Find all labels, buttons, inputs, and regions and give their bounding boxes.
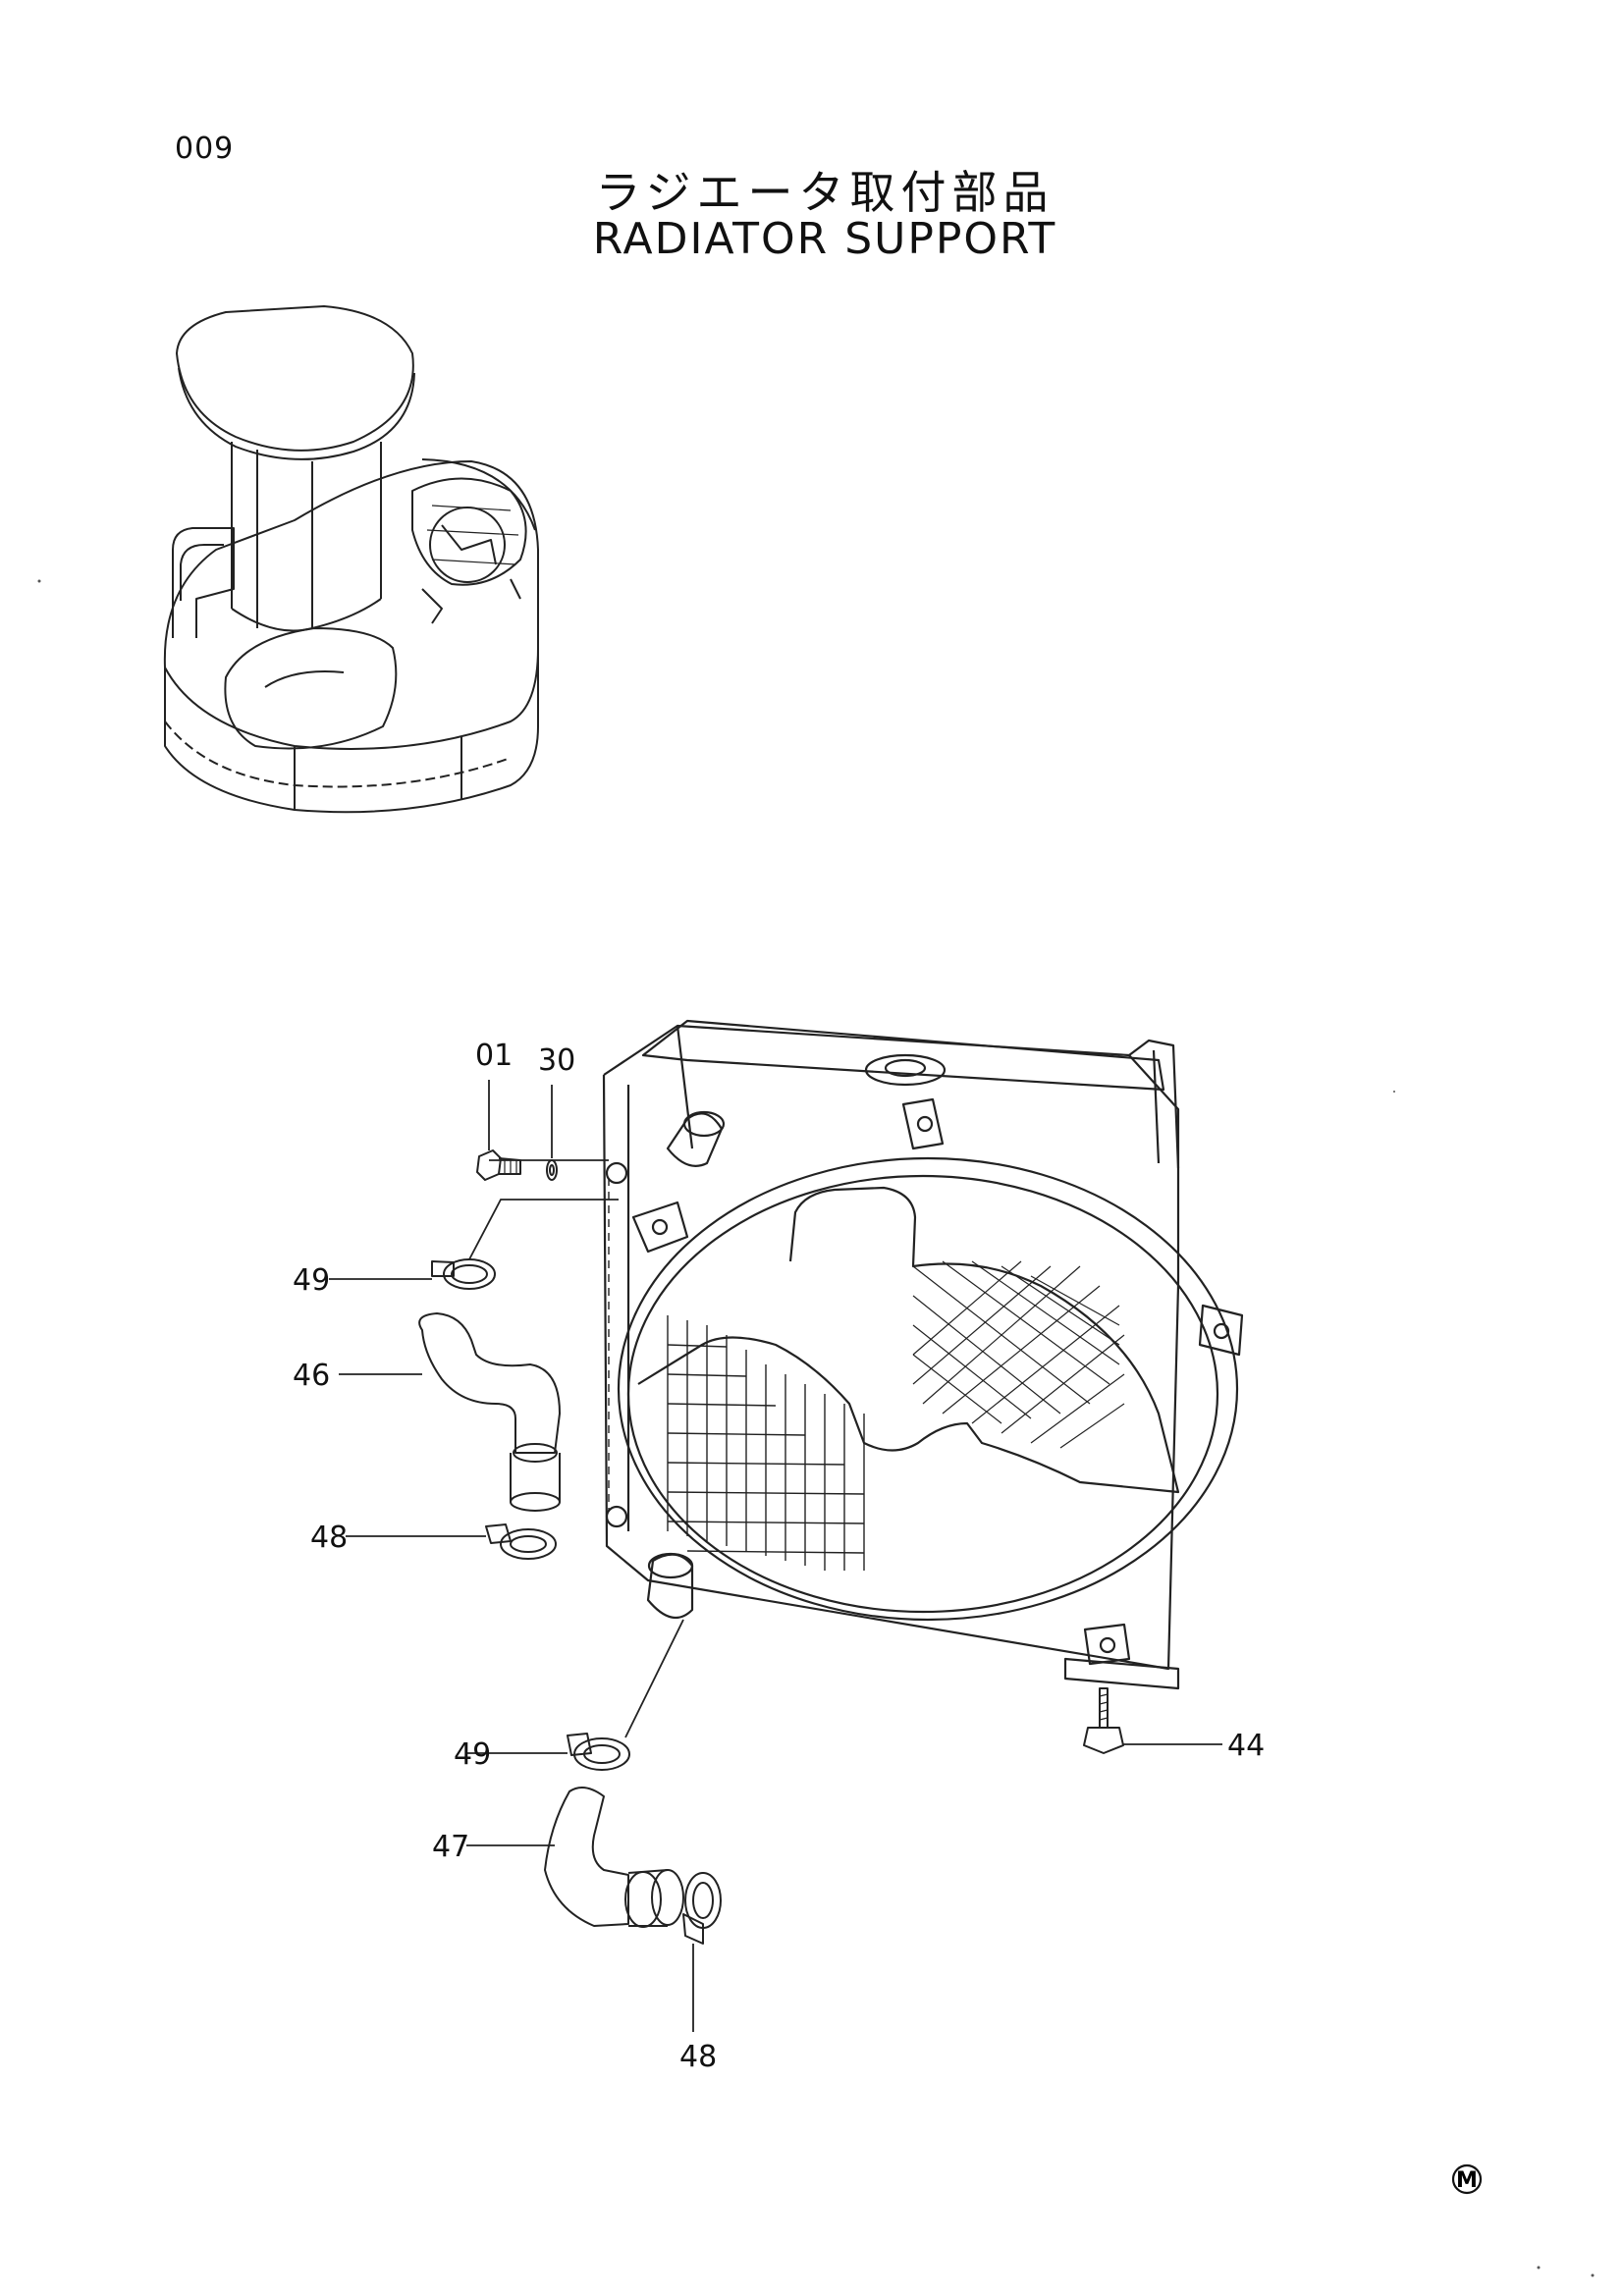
title-japanese: ラジエータ取付部品 xyxy=(595,166,1055,219)
title-english: RADIATOR SUPPORT xyxy=(592,214,1057,264)
callout-47: 47 xyxy=(432,1830,469,1864)
svg-text:M: M xyxy=(1456,2168,1478,2193)
clamp-48-lower xyxy=(682,1872,722,1945)
hose-47 xyxy=(544,1787,684,1928)
washer-30 xyxy=(546,1159,558,1181)
callout-49-lower: 49 xyxy=(454,1737,491,1772)
scan-specks xyxy=(37,579,1595,2277)
bolt-01 xyxy=(476,1149,521,1181)
radiator-assembly xyxy=(602,1019,1244,1690)
callout-49-upper: 49 xyxy=(293,1263,330,1298)
callout-01: 01 xyxy=(475,1039,513,1073)
clamp-49-upper xyxy=(431,1258,496,1290)
clamp-48-upper xyxy=(485,1523,557,1560)
callout-30: 30 xyxy=(538,1043,575,1078)
callout-48-upper: 48 xyxy=(310,1521,348,1555)
parts xyxy=(418,1149,1124,1945)
callout-44: 44 xyxy=(1227,1729,1265,1763)
hose-46 xyxy=(418,1312,561,1512)
callout-48-lower: 48 xyxy=(679,2040,717,2074)
leader-lines xyxy=(329,1080,1222,2032)
locator-machine-view xyxy=(163,305,539,814)
callout-labels: 01 30 49 46 48 49 47 48 44 xyxy=(293,1039,1265,2074)
circled-m-mark: M xyxy=(1451,2163,1483,2195)
clamp-49-lower xyxy=(567,1733,630,1771)
page-number: 009 xyxy=(175,132,235,166)
callout-46: 46 xyxy=(293,1359,330,1393)
bolt-44 xyxy=(1083,1687,1124,1754)
